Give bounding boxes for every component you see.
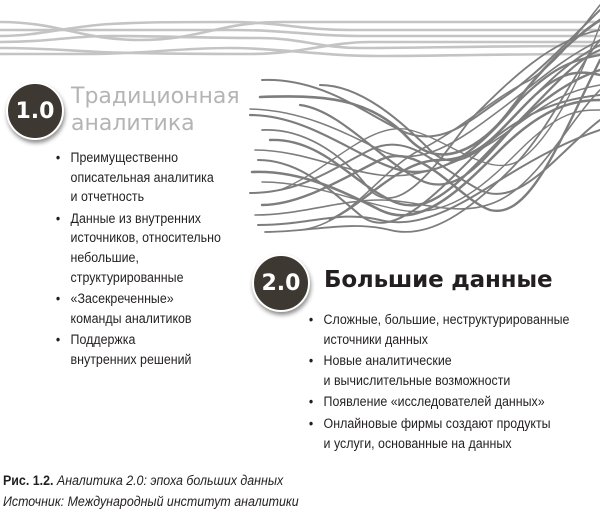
structured-lines-icon bbox=[0, 20, 600, 58]
bullet-dot-icon: • bbox=[55, 150, 61, 165]
tangled-lines-icon bbox=[248, 4, 600, 233]
figure-caption: Рис. 1.2. Аналитика 2.0: эпоха больших д… bbox=[3, 470, 299, 512]
bullet-dot-icon: • bbox=[308, 312, 314, 327]
badge-analytics-2-0: 2.0 bbox=[252, 254, 310, 312]
bullet-text: Поддержка bbox=[70, 332, 136, 348]
bullet-dot-icon: • bbox=[55, 291, 61, 307]
bullet-text: Новые аналитические bbox=[323, 353, 452, 369]
badge-label: 1.0 bbox=[15, 98, 55, 124]
section-1-title-line2: аналитика bbox=[71, 111, 195, 136]
bullet-dot-icon: • bbox=[55, 210, 61, 226]
bullet-dot-icon: • bbox=[308, 415, 314, 431]
figure-source: Источник: Международный институт аналити… bbox=[3, 494, 299, 509]
bullet-text: внутренних решений bbox=[70, 351, 192, 367]
bullet-item: • Поддержка внутренних решений bbox=[54, 330, 224, 369]
bullet-text: описательная аналитика bbox=[70, 169, 214, 185]
wavy-lines-decoration-icon bbox=[0, 4, 600, 233]
section-1-title: Традиционная аналитика bbox=[71, 83, 240, 137]
section-1-title-line1: Традиционная bbox=[71, 84, 240, 109]
bullet-text: небольшие, bbox=[70, 249, 139, 265]
bullet-item: • Данные из внутренних источников, относ… bbox=[54, 209, 224, 287]
bullet-text: команды аналитиков bbox=[70, 310, 192, 326]
bullet-text: и отчетность bbox=[70, 189, 145, 205]
section-2-bullet-list: • Сложные, большие, неструктурированные … bbox=[307, 310, 600, 455]
bullet-item: • Сложные, большие, неструктурированные … bbox=[307, 310, 600, 349]
caption-title-line: Рис. 1.2. Аналитика 2.0: эпоха больших д… bbox=[3, 470, 299, 491]
bullet-text: источников, относительно bbox=[70, 230, 221, 246]
badge-label: 2.0 bbox=[261, 270, 301, 296]
bullet-text: источники данных bbox=[323, 331, 428, 347]
bullet-dot-icon: • bbox=[55, 332, 61, 348]
figure-number: Рис. 1.2. bbox=[3, 473, 54, 488]
bullet-text: и услуги, основанные на данных bbox=[323, 435, 512, 451]
figure-title: Аналитика 2.0: эпоха больших данных bbox=[56, 473, 284, 488]
bullet-text: «Засекреченные» bbox=[70, 291, 174, 307]
bullet-dot-icon: • bbox=[308, 353, 314, 369]
bullet-text: структурированные bbox=[70, 269, 184, 285]
bullet-item: • «Засекреченные» команды аналитиков bbox=[54, 289, 224, 328]
bullet-item: • Появление «исследователей данных» bbox=[307, 392, 600, 412]
bullet-text: Появление «исследователей данных» bbox=[323, 394, 545, 410]
bullet-item: • Онлайновые фирмы создают продукты и ус… bbox=[307, 414, 600, 453]
bullet-dot-icon: • bbox=[308, 394, 314, 410]
bullet-text: Данные из внутренних bbox=[70, 210, 202, 226]
bullet-text: Сложные, большие, неструктурированные bbox=[323, 312, 570, 327]
bullet-text: Онлайновые фирмы создают продукты bbox=[323, 415, 551, 431]
bullet-text: Преимущественно bbox=[70, 150, 179, 165]
bullet-item: • Новые аналитические и вычислительные в… bbox=[307, 351, 600, 390]
section-1-bullet-list: • Преимущественно описательная аналитика… bbox=[54, 148, 224, 372]
bullet-text: и вычислительные возможности bbox=[323, 372, 511, 388]
badge-analytics-1-0: 1.0 bbox=[6, 82, 64, 140]
bullet-item: • Преимущественно описательная аналитика… bbox=[54, 148, 224, 207]
section-2-title: Большие данные bbox=[324, 267, 553, 293]
